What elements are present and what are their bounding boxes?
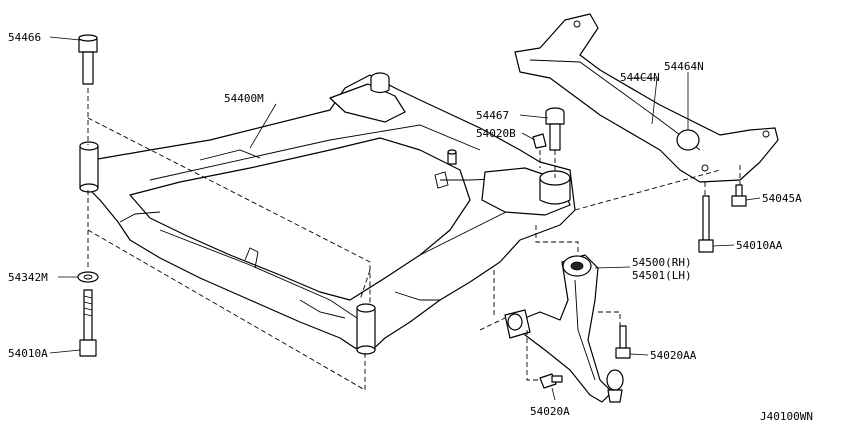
bolt-54020B (532, 133, 547, 149)
bolt-54020AA (615, 325, 631, 359)
label-54466: 54466 (8, 31, 41, 44)
diagram-id: J40100WN (760, 410, 813, 423)
bolt-54010AA (698, 195, 714, 253)
label-54010AA: 54010AA (736, 239, 783, 252)
label-54400M: 54400M (224, 92, 264, 105)
label-54467: 54467 (476, 109, 509, 122)
washer-54342M (77, 271, 99, 283)
bolt-54020A (539, 373, 563, 389)
stabilizer-bracket (514, 13, 779, 183)
label-54464N: 54464N (664, 60, 704, 73)
bolt-54467 (545, 107, 565, 151)
label-54020AA: 54020AA (650, 349, 697, 362)
label-54501-lh: 54501(LH) (632, 269, 692, 282)
bolt-54045A (731, 184, 747, 207)
label-54010A: 54010A (8, 347, 48, 360)
callout-labels: 54466 54400M 54467 54020B 544C4N 54464N … (8, 31, 813, 423)
assembly-lines (87, 88, 741, 391)
label-54020A: 54020A (530, 405, 570, 418)
bolt-54010A (79, 289, 97, 357)
leader-lines (49, 36, 761, 401)
transverse-link (504, 254, 624, 403)
label-54045A: 54045A (762, 192, 802, 205)
label-54342M: 54342M (8, 271, 48, 284)
suspension-member (79, 72, 576, 355)
label-54020B: 54020B (476, 127, 516, 140)
label-54500-rh: 54500(RH) (632, 256, 692, 269)
bolt-54466 (78, 34, 98, 85)
label-544C4N: 544C4N (620, 71, 660, 84)
